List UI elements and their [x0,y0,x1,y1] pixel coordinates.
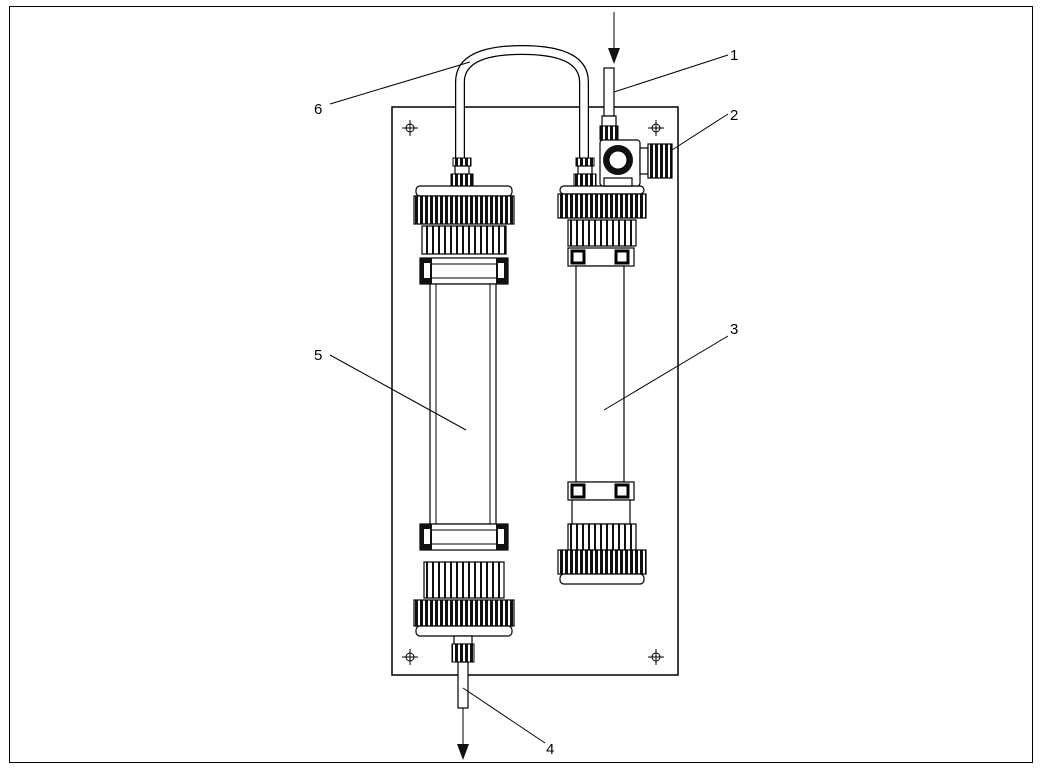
outlet-tube [457,661,469,760]
leader-line-1 [613,54,729,93]
leader-line-3 [603,335,729,411]
mounting-hole-bottom-left [402,649,418,665]
callout-4: 4 [546,741,554,758]
leader-line-5 [329,354,467,431]
callout-3: 3 [730,321,738,338]
valve [599,115,673,187]
mounting-hole-top-right [648,120,664,136]
leader-line-2 [671,113,729,151]
callout-5: 5 [314,347,322,364]
mounting-hole-top-left [402,120,418,136]
leader-line-4 [462,687,546,744]
callout-6: 6 [314,101,322,118]
leader-line-6 [329,61,471,105]
callout-1: 1 [730,47,738,64]
mounting-hole-bottom-right [648,649,664,665]
left-filter-column [413,157,515,663]
inlet-tube [603,12,620,117]
callout-2: 2 [730,107,738,124]
right-filter-column [557,157,647,585]
